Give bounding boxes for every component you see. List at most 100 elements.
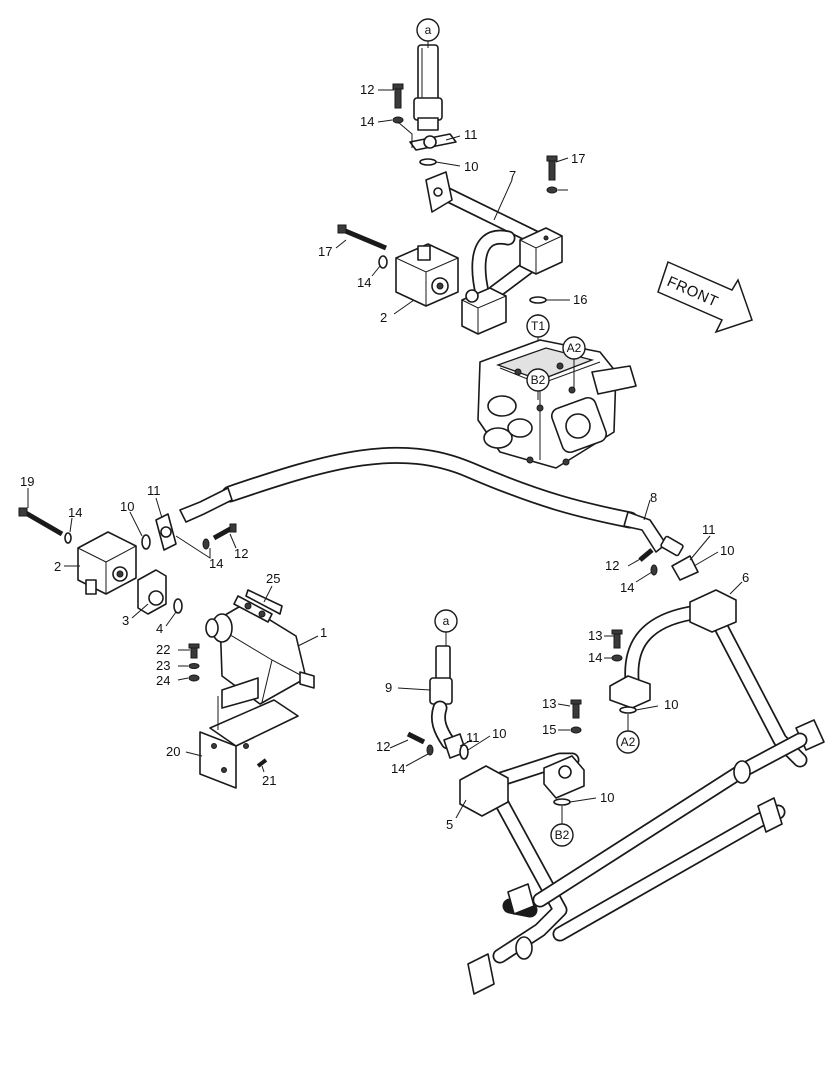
- part-callout: 11: [466, 730, 480, 745]
- washer-25: [546, 186, 558, 194]
- bolt-13-lower: [570, 699, 582, 719]
- washer-14-left: [64, 532, 72, 544]
- part-callout: 24: [156, 673, 170, 688]
- part-callout: 3: [122, 613, 129, 628]
- part-callout: 10: [600, 790, 614, 805]
- svg-text:a: a: [443, 614, 450, 628]
- part-callout: 8: [650, 490, 657, 505]
- part-callout: 14: [391, 761, 405, 776]
- part-callout: 22: [156, 642, 170, 657]
- connection-marker: B2: [526, 368, 550, 392]
- part-callout: 1: [320, 625, 327, 640]
- bolt-12-top: [392, 83, 404, 109]
- part-callout: 5: [446, 817, 453, 832]
- part-callout: 17: [318, 244, 332, 259]
- svg-text:a: a: [425, 23, 432, 37]
- connection-marker: A2: [562, 336, 586, 360]
- part-callout: 13: [542, 696, 556, 711]
- part-callout: 12: [376, 739, 390, 754]
- flange-half-11-left: [155, 513, 177, 551]
- tube-5-and-frame: [459, 732, 808, 995]
- part-callouts: 1 2 2 3 4 5 6 7 8 9 10 10 10 10 10 10 11…: [20, 82, 749, 832]
- washer-14-lower-b: [570, 726, 582, 734]
- bolt-13-right: [611, 629, 623, 649]
- front-direction-arrow: FRONT: [657, 260, 753, 334]
- part-callout: 10: [720, 543, 734, 558]
- washer-14-left-b: [202, 538, 210, 550]
- washer-14-right-b: [611, 654, 623, 662]
- flange-half-11-right: [671, 555, 699, 581]
- part-callout: 11: [464, 127, 478, 142]
- flange-block-top-bottom: [461, 287, 507, 335]
- hose-9: [429, 645, 456, 750]
- part-callout: 14: [209, 556, 223, 571]
- o-ring-10-top: [419, 158, 437, 166]
- control-valve: [477, 339, 637, 469]
- part-callout: 6: [742, 570, 749, 585]
- part-callout: 25: [266, 571, 280, 586]
- o-ring-10-bottom: [553, 798, 571, 806]
- o-ring-10-left: [141, 534, 151, 550]
- part-callout: 10: [492, 726, 506, 741]
- flange-half-11-top: [409, 133, 457, 151]
- washer-14-mid: [378, 255, 388, 269]
- part-callout: 21: [262, 773, 276, 788]
- adapter-3: [137, 569, 167, 615]
- part-callout: 9: [385, 680, 392, 695]
- part-callout: 4: [156, 621, 163, 636]
- part-callout: 2: [54, 559, 61, 574]
- hose-8: [179, 446, 684, 557]
- bolt-16: [546, 155, 558, 181]
- part-callout: 19: [20, 474, 34, 489]
- part-callout: 23: [156, 658, 170, 673]
- svg-text:B2: B2: [531, 373, 546, 387]
- o-ring-15: [529, 296, 547, 304]
- valve-block-2-top: [395, 243, 459, 307]
- bolt-20: [256, 758, 268, 768]
- washer-14-right: [650, 564, 658, 576]
- connection-marker: T1: [526, 314, 550, 338]
- part-callout: 13: [588, 628, 602, 643]
- part-callout: 7: [509, 168, 516, 183]
- part-callout: 11: [702, 522, 716, 537]
- part-callout: 14: [588, 650, 602, 665]
- top-hose-a: [413, 44, 443, 131]
- accumulator-1: [205, 589, 315, 705]
- connection-marker: a: [434, 609, 458, 633]
- washer-22: [188, 663, 200, 669]
- flange-block-top-right: [519, 227, 563, 275]
- nut-23: [188, 674, 200, 682]
- tube-6: [609, 589, 825, 768]
- part-callout: 11: [147, 483, 161, 498]
- part-callout: 15: [542, 722, 556, 737]
- part-callout: 14: [360, 114, 374, 129]
- part-callout: 10: [120, 499, 134, 514]
- connection-marker: B2: [550, 823, 574, 847]
- part-callout: 14: [357, 275, 371, 290]
- part-callout: 12: [605, 558, 619, 573]
- svg-text:B2: B2: [555, 828, 570, 842]
- part-callout: 12: [360, 82, 374, 97]
- o-ring-4: [173, 598, 183, 614]
- bolt-17-left: [18, 507, 64, 537]
- bolt-12-lower: [406, 731, 426, 745]
- bolt-21: [188, 643, 200, 659]
- o-ring-10-lower: [459, 744, 469, 760]
- svg-text:T1: T1: [531, 319, 545, 333]
- connection-marker: a: [416, 18, 440, 42]
- o-ring-10-right: [619, 706, 637, 714]
- part-callout: 12: [234, 546, 248, 561]
- part-callout: 20: [166, 744, 180, 759]
- washer-14-lower: [426, 744, 434, 756]
- part-callout: 14: [620, 580, 634, 595]
- part-callout: 2: [380, 310, 387, 325]
- bracket-19: [199, 677, 299, 789]
- part-callout: 10: [664, 697, 678, 712]
- connection-marker: A2: [616, 730, 640, 754]
- washer-14-top: [392, 116, 404, 124]
- part-callout: 16: [573, 292, 587, 307]
- svg-text:A2: A2: [621, 735, 636, 749]
- bolt-12-left: [212, 523, 237, 541]
- part-callout: 14: [68, 505, 82, 520]
